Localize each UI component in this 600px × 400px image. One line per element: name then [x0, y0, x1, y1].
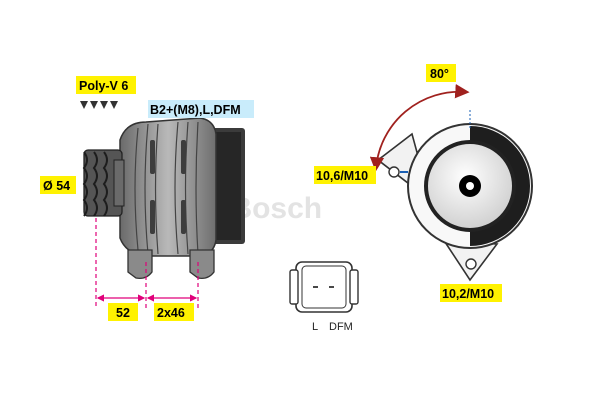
bottom-mount-label: 10,2/M10: [442, 287, 494, 301]
mount-foot-rear: [189, 249, 215, 280]
connector-pin-l: L: [312, 321, 318, 333]
terminals-label: B2+(M8),L,DFM: [150, 103, 241, 117]
alternator-side-view: [80, 101, 245, 280]
label-dim-52: 52: [108, 303, 138, 321]
dim-52-label: 52: [116, 306, 130, 320]
alternator-front-view: [369, 84, 533, 282]
label-belt: Poly-V 6: [76, 76, 136, 94]
dim-2x46-label: 2x46: [157, 306, 185, 320]
label-dim-2x46: 2x46: [154, 303, 194, 321]
top-mount-label: 10,6/M10: [316, 169, 368, 183]
dimension-lines: [95, 218, 199, 308]
top-mount-hole-icon: [388, 166, 400, 178]
angle-label: 80°: [430, 67, 449, 81]
alternator-housing: [119, 117, 217, 257]
label-pulley-diameter: Ø 54: [40, 176, 76, 194]
mount-foot-front: [127, 249, 153, 280]
belt-label: Poly-V 6: [79, 79, 128, 93]
label-angle: 80°: [426, 64, 456, 82]
poly-v-icon: [80, 101, 118, 109]
pulley: [82, 149, 125, 217]
connector-plug: L DFM: [289, 261, 359, 333]
label-top-mount: 10,6/M10: [314, 166, 376, 184]
pulley-diameter-label: Ø 54: [43, 179, 70, 193]
label-terminals: B2+(M8),L,DFM: [148, 100, 254, 118]
angle-arrow: [369, 84, 470, 172]
label-bottom-mount: 10,2/M10: [440, 284, 502, 302]
connector-pin-dfm: DFM: [329, 321, 353, 333]
bottom-mount-hole-icon: [465, 258, 477, 270]
